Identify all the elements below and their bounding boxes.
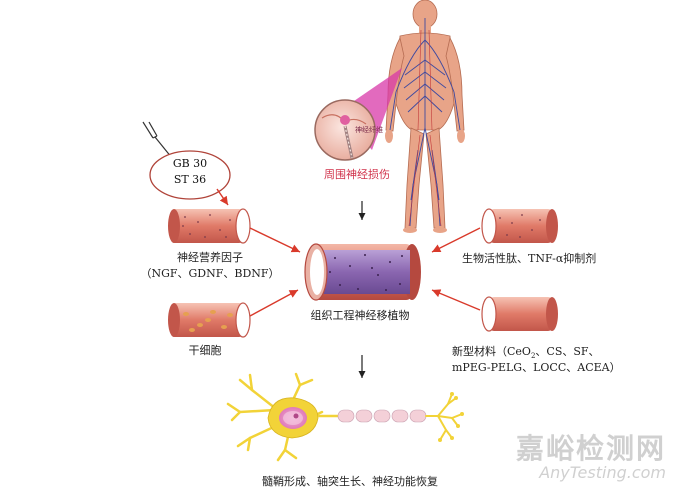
acupoint-gb30: GB 30 <box>172 157 208 170</box>
center-conduit-label: 组织工程神经移植物 <box>310 309 410 322</box>
neurotrophic-label-line2: （NGF、GDNF、BDNF） <box>140 267 280 280</box>
arrow-acupoint-to-tube <box>216 188 229 206</box>
neurotrophic-label-line1: 神经营养因子 <box>177 251 243 264</box>
outcome-label: 髓鞘形成、轴突生长、神经功能恢复 <box>262 475 438 488</box>
arrow-stemcell-to-center <box>249 289 299 317</box>
acupoint-st36: ST 36 <box>173 173 207 186</box>
watermark-chinese: 嘉峪检测网 <box>515 432 666 465</box>
magnifier-lens <box>314 99 376 161</box>
new-material-subscript: 2 <box>530 352 536 361</box>
arrow-neurotrophic-to-center <box>249 227 301 253</box>
tissue-engineered-conduit <box>304 243 421 301</box>
new-material-label-line2: mPEG-PELG、LOCC、ACEA） <box>452 361 621 374</box>
watermark: 嘉峪检测网 AnyTesting.com <box>516 434 666 482</box>
injury-label: 周围神经损伤 <box>324 168 390 181</box>
acupoint-ellipse <box>149 150 231 200</box>
regenerated-neuron <box>226 372 464 462</box>
new-material-post: 、CS、SF、 <box>535 345 600 358</box>
bioactive-peptide-conduit <box>481 208 558 244</box>
arrow-bioactive-to-center <box>431 227 481 253</box>
acupuncture-needle-icon <box>142 121 173 159</box>
arrow-material-to-center <box>431 289 481 311</box>
new-material-pre: 新型材料（CeO <box>452 345 531 358</box>
bioactive-label: 生物活性肽、TNF-α抑制剂 <box>462 252 597 265</box>
neurotrophic-factor-conduit <box>168 208 251 244</box>
new-material-conduit <box>481 296 558 332</box>
watermark-english: AnyTesting.com <box>539 463 666 482</box>
new-material-label-line1: 新型材料（CeO2、CS、SF、 <box>452 344 600 364</box>
human-body-figure <box>385 0 465 233</box>
stem-cell-conduit <box>168 302 251 338</box>
stem-cell-label: 干细胞 <box>188 344 222 357</box>
magnifier-text: 神经纤维 <box>355 126 383 134</box>
